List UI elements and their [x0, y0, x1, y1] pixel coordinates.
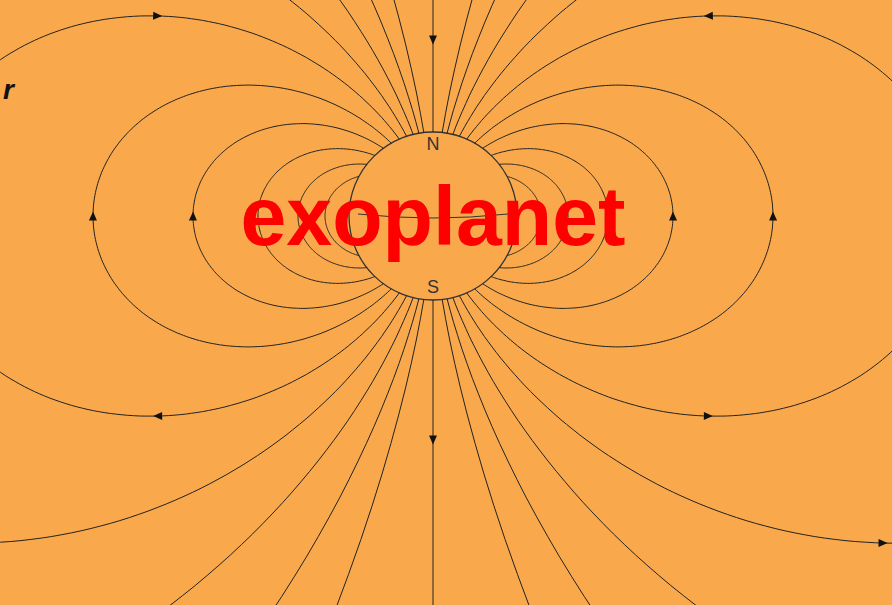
axis-field-line [433, 0, 434, 605]
field-line [459, 0, 892, 543]
field-arrowhead [704, 12, 713, 20]
field-arrowhead [669, 212, 677, 221]
field-line [442, 0, 892, 605]
field-arrowhead [704, 412, 713, 420]
field-line [0, 0, 424, 605]
field-line [453, 0, 892, 605]
field-line [447, 0, 892, 605]
exoplanet-circle: NexoplanetS [349, 132, 517, 300]
field-arrowhead [89, 212, 97, 221]
pole-label: S [427, 278, 439, 296]
field-line [0, 0, 407, 543]
field-arrowhead [879, 539, 888, 547]
pole-label: N [427, 135, 440, 153]
fragment-label: r [3, 76, 14, 104]
planet-name: exoplanet [240, 175, 625, 258]
field-arrowhead [189, 212, 197, 221]
field-arrowhead [429, 436, 437, 445]
field-arrowhead [769, 212, 777, 221]
field-arrowhead [429, 36, 437, 45]
field-line [0, 0, 413, 605]
field-arrowhead [153, 412, 162, 420]
field-line [0, 0, 419, 605]
field-arrowhead [153, 12, 162, 20]
